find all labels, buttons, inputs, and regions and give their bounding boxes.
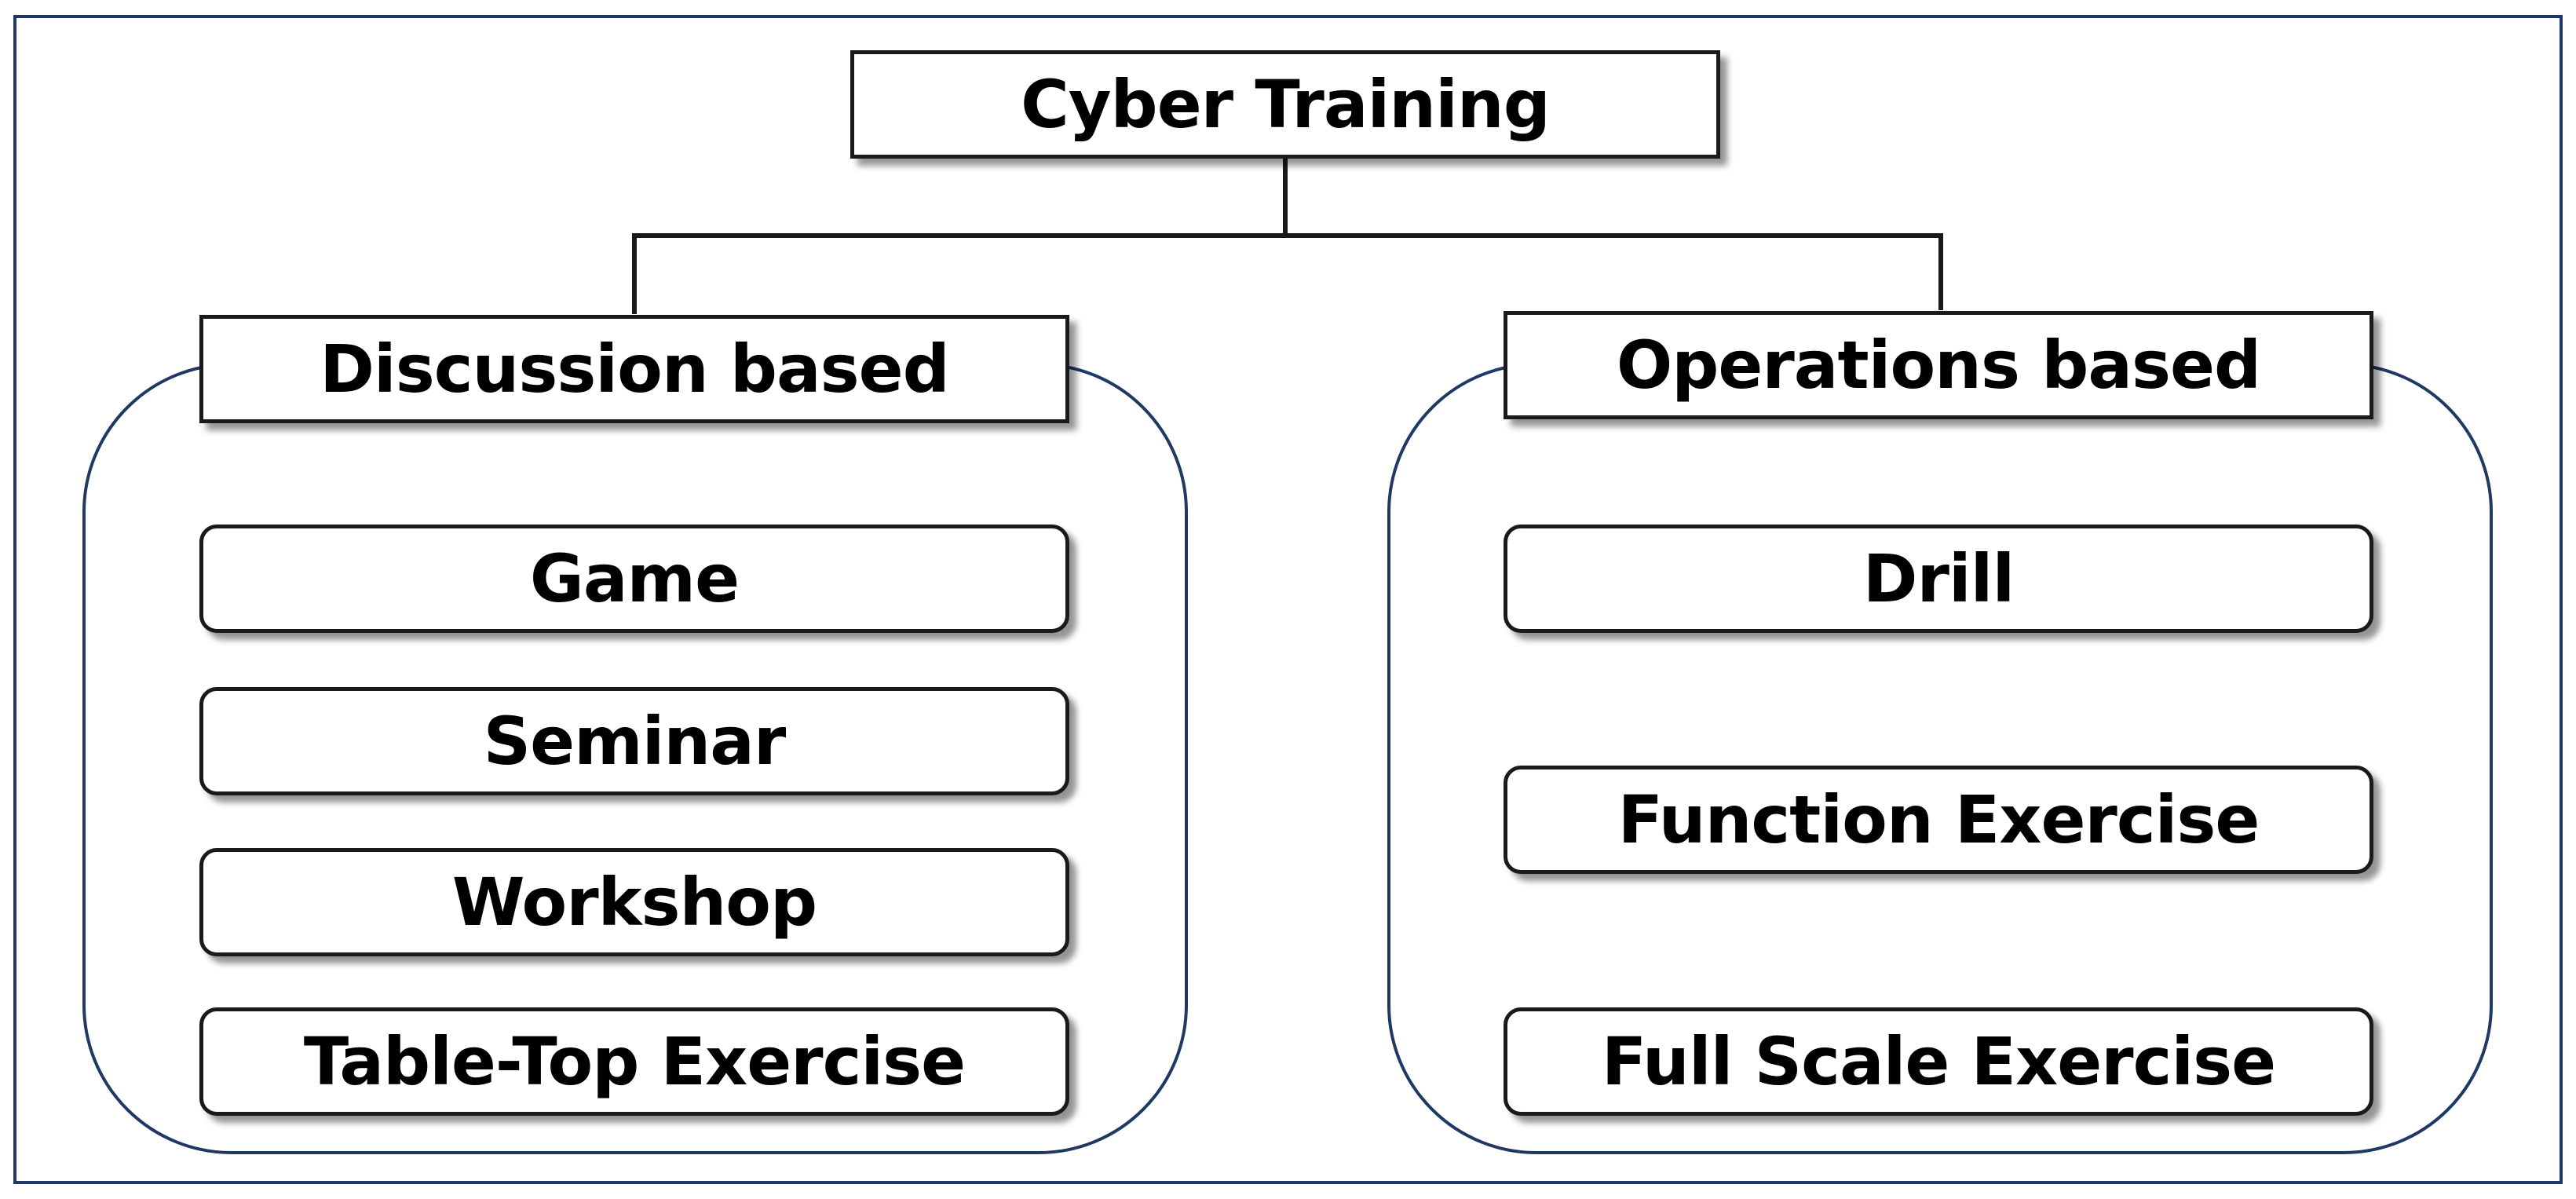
root-node-cyber-training: Cyber Training [850, 50, 1720, 159]
branch-header-discussion-based: Discussion based [199, 315, 1069, 423]
diagram-frame [13, 15, 2563, 1184]
node-drill: Drill [1504, 525, 2373, 633]
node-full-scale-exercise: Full Scale Exercise [1504, 1007, 2373, 1116]
node-table-top-exercise: Table-Top Exercise [199, 1007, 1069, 1116]
connector-root-to-operations [1285, 233, 1943, 310]
node-function-exercise: Function Exercise [1504, 766, 2373, 874]
connector-root-to-discussion [632, 157, 1288, 314]
node-seminar: Seminar [199, 687, 1069, 795]
node-game: Game [199, 525, 1069, 633]
branch-header-operations-based: Operations based [1504, 311, 2373, 419]
node-workshop: Workshop [199, 848, 1069, 956]
